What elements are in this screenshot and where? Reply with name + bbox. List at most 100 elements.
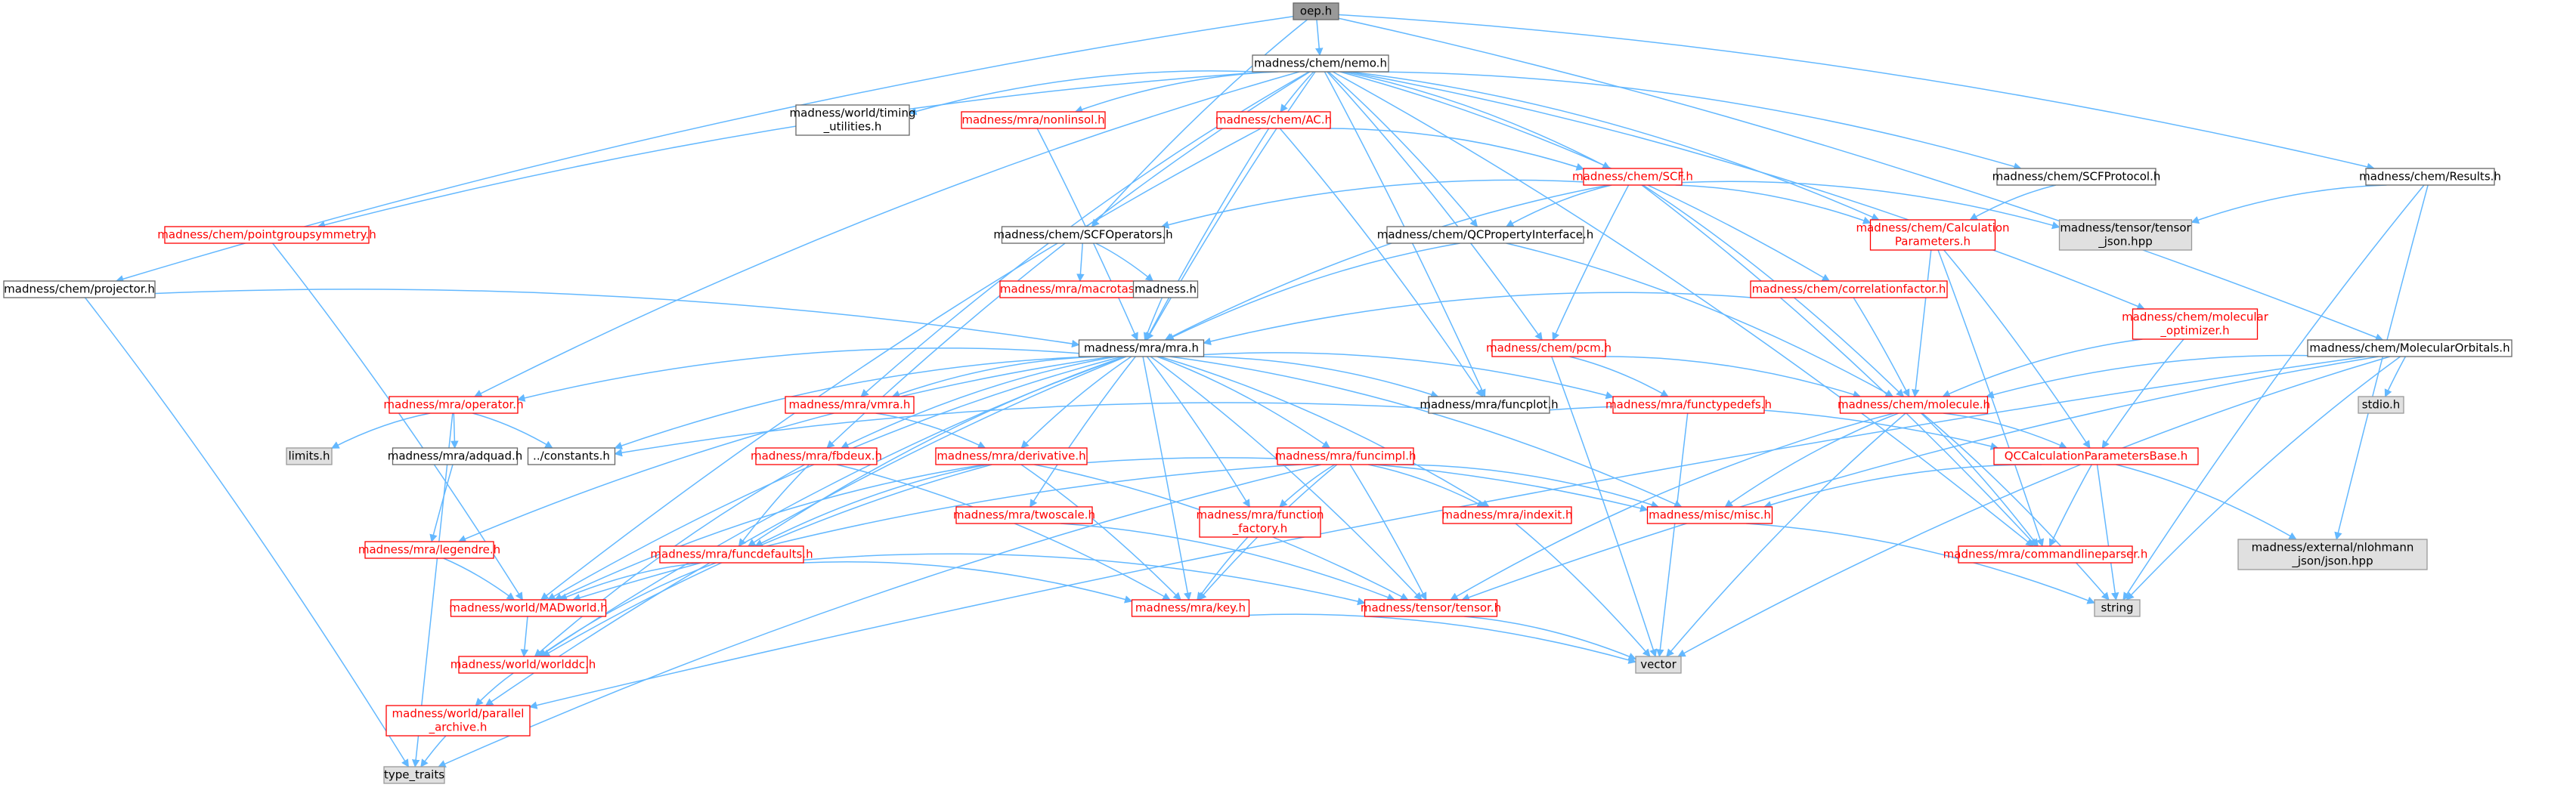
node-funcplot[interactable]: madness/mra/funcplot.h <box>1420 396 1559 414</box>
edge-derivative-to-key <box>1020 464 1181 601</box>
node-timing[interactable]: madness/world/timing_utilities.h <box>790 104 916 136</box>
node-results[interactable]: madness/chem/Results.h <box>2359 168 2501 186</box>
node-typetraits[interactable]: type_traits <box>383 766 445 784</box>
node-corrfac[interactable]: madness/chem/correlationfactor.h <box>1750 280 1948 298</box>
node-operator[interactable]: madness/mra/operator.h <box>383 396 524 414</box>
edge-derivative-to-worlddc <box>541 464 992 657</box>
node-projector-label: madness/chem/projector.h <box>4 283 155 296</box>
node-oep[interactable]: oep.h <box>1293 2 1339 20</box>
node-pointgroup[interactable]: madness/chem/pointgroupsymmetry.h <box>157 226 376 244</box>
node-qcbase[interactable]: QCCalculationParametersBase.h <box>1993 447 2199 465</box>
node-funcdefaults-box <box>659 545 804 564</box>
edge-molopt-to-qcbase <box>2101 338 2184 449</box>
node-scf[interactable]: madness/chem/SCF.h <box>1572 168 1693 186</box>
edge-mra-to-funcplot <box>1192 356 1439 399</box>
edge-funcdefaults-to-worlddc <box>537 562 717 657</box>
edge-molecule-to-misc <box>1724 412 1899 508</box>
node-vmra[interactable]: madness/mra/vmra.h <box>785 396 915 414</box>
node-indexit[interactable]: madness/mra/indexit.h <box>1441 506 1573 524</box>
edge-molecule-to-qcbase <box>1943 412 2067 449</box>
node-funcfactory-box <box>1199 506 1321 538</box>
node-funcfactory[interactable]: madness/mra/function_factory.h <box>1196 506 1324 538</box>
edge-funcdefaults-to-madworld <box>559 562 701 601</box>
node-macrotaskq[interactable]: madness/mra/macrotaskq.h <box>999 280 1160 298</box>
node-key[interactable]: madness/mra/key.h <box>1131 599 1250 617</box>
edge-memo-to-vmra <box>860 71 1310 397</box>
node-nonlinsol[interactable]: madness/mra/nonlinsol.h <box>961 111 1106 129</box>
node-oep-label: oep.h <box>1300 5 1332 18</box>
node-fbdeux[interactable]: madness/mra/fbdeux.h <box>751 447 882 465</box>
edge-qcprop-to-mra <box>1166 242 1460 341</box>
node-nlohmann[interactable]: madness/external/nlohmann_json/json.hpp <box>2237 539 2428 570</box>
edge-memo-to-scf <box>1343 71 1611 169</box>
node-qcprop[interactable]: madness/chem/QCPropertyInterface.h <box>1377 226 1594 244</box>
node-funcimpl[interactable]: madness/mra/funcimpl.h <box>1274 447 1416 465</box>
node-molecule[interactable]: madness/chem/molecule.h <box>1838 396 1990 414</box>
node-macrotaskq-label: madness/mra/macrotaskq.h <box>1000 283 1159 296</box>
node-vector[interactable]: vector <box>1635 656 1682 674</box>
node-constants[interactable]: ../constants.h <box>527 447 616 465</box>
node-legendre[interactable]: madness/mra/legendre.h <box>358 541 500 559</box>
node-key-label: madness/mra/key.h <box>1135 601 1246 615</box>
edge-molecule-to-tensor <box>1450 412 1895 601</box>
node-tensor-box <box>1364 599 1498 617</box>
node-vector-label: vector <box>1640 658 1677 672</box>
node-funcdefaults[interactable]: madness/mra/funcdefaults.h <box>650 545 813 564</box>
node-scfops[interactable]: madness/chem/SCFOperators.h <box>993 226 1173 244</box>
node-projector[interactable]: madness/chem/projector.h <box>3 280 156 298</box>
node-tensorjson[interactable]: madness/tensor/tensor_json.hpp <box>2058 219 2193 251</box>
edge-oep-to-scfops <box>1091 19 1308 227</box>
node-string[interactable]: string <box>2094 599 2141 617</box>
node-molopt-label: _optimizer.h <box>2160 324 2229 338</box>
edge-legendre-to-madworld <box>443 557 516 601</box>
node-calcparams[interactable]: madness/chem/CalculationParameters.h <box>1856 219 2010 251</box>
node-tensor[interactable]: madness/tensor/tensor.h <box>1361 599 1501 617</box>
node-twoscale[interactable]: madness/mra/twoscale.h <box>953 506 1095 524</box>
node-adquad[interactable]: madness/mra/adquad.h <box>388 447 523 465</box>
node-fbdeux-label: madness/mra/fbdeux.h <box>751 449 882 463</box>
node-misc-label: madness/misc/misc.h <box>1649 508 1771 522</box>
node-derivative-box <box>935 447 1088 465</box>
edge-molecule-to-cmdparser <box>1921 412 2039 547</box>
node-molorb[interactable]: madness/chem/MolecularOrbitals.h <box>2307 339 2513 357</box>
node-scfops-box <box>1001 226 1166 244</box>
node-madworld[interactable]: madness/world/MADworld.h <box>449 599 608 617</box>
node-functypedefs-label: madness/mra/functypedefs.h <box>1605 398 1772 412</box>
edge-mra-to-archive <box>485 356 1127 706</box>
node-madnessh[interactable]: madness.h <box>1132 280 1199 298</box>
node-pcm[interactable]: madness/chem/pcm.h <box>1486 339 1612 357</box>
node-results-box <box>2365 168 2495 186</box>
edge-qcbase-to-nlohmann <box>2116 464 2297 540</box>
node-archive-box <box>385 705 531 737</box>
edge-oep-to-molorb <box>1338 17 2384 341</box>
node-scfprotocol-label: madness/chem/SCFProtocol.h <box>1992 170 2161 184</box>
edge-scfops-to-macrotaskq <box>1076 242 1085 283</box>
node-limits[interactable]: limits.h <box>286 447 333 465</box>
node-madworld-label: madness/world/MADworld.h <box>449 601 607 615</box>
node-molecule-box <box>1839 396 1989 414</box>
node-tensorjson-box <box>2058 219 2193 251</box>
node-ac[interactable]: madness/chem/AC.h <box>1215 111 1332 129</box>
node-archive[interactable]: madness/world/parallel_archive.h <box>385 705 531 737</box>
edge-funcdefaults-to-key <box>803 561 1133 604</box>
node-funcimpl-box <box>1277 447 1414 465</box>
node-functypedefs[interactable]: madness/mra/functypedefs.h <box>1605 396 1772 414</box>
node-misc[interactable]: madness/misc/misc.h <box>1646 506 1773 524</box>
node-worlddc[interactable]: madness/world/worlddc.h <box>450 656 596 674</box>
edge-vmra-to-derivative <box>875 412 986 449</box>
edge-funcimpl-to-madworld <box>572 464 1301 602</box>
node-string-box <box>2094 599 2141 617</box>
node-molopt[interactable]: madness/chem/molecular_optimizer.h <box>2122 308 2269 340</box>
node-cmdparser[interactable]: madness/mra/commandlineparser.h <box>1943 545 2148 564</box>
node-memo[interactable]: madness/chem/nemo.h <box>1252 54 1389 73</box>
node-corrfac-label: madness/chem/correlationfactor.h <box>1752 283 1946 296</box>
node-stdio[interactable]: stdio.h <box>2358 396 2404 414</box>
edge-memo-to-ac <box>1280 71 1314 113</box>
node-typetraits-box <box>383 766 445 784</box>
node-derivative[interactable]: madness/mra/derivative.h <box>935 447 1088 465</box>
edge-adquad-to-legendre <box>429 464 454 543</box>
node-mra[interactable]: madness/mra/mra.h <box>1078 339 1205 357</box>
node-scfprotocol[interactable]: madness/chem/SCFProtocol.h <box>1992 168 2161 186</box>
node-operator-box <box>389 396 519 414</box>
node-tensorjson-label: madness/tensor/tensor <box>2060 221 2191 235</box>
